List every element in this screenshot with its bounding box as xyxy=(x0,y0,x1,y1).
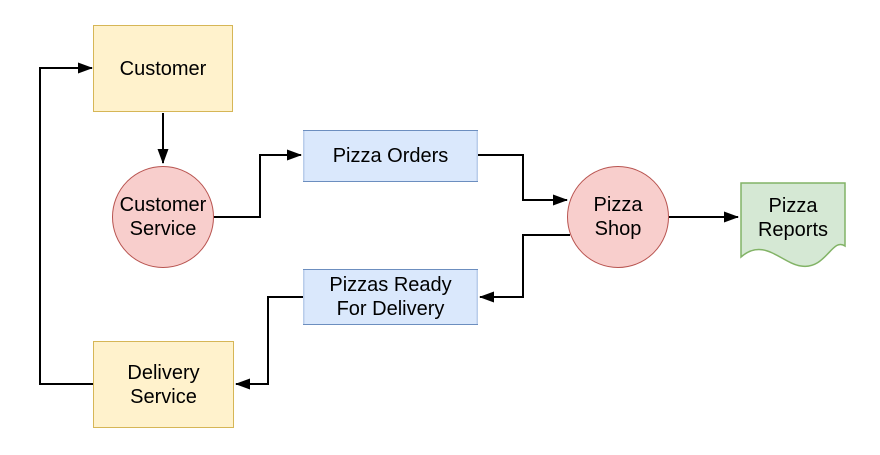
edge-pizza-orders-to-pizza-shop xyxy=(478,154,568,206)
node-customer-label: Customer xyxy=(119,57,207,80)
node-customer[interactable]: Customer xyxy=(93,25,233,112)
node-pizzas-ready-for-delivery[interactable]: Pizzas Ready For Delivery xyxy=(303,269,478,325)
node-pizza-shop-label-line1: Pizza xyxy=(593,194,643,216)
node-pizza-orders[interactable]: Pizza Orders xyxy=(303,130,478,182)
node-pizzas-ready-label-line2: For Delivery xyxy=(336,298,445,320)
node-customer-service-label-line2: Service xyxy=(129,218,197,240)
node-pizza-shop-label-line2: Shop xyxy=(594,218,642,240)
node-customer-service[interactable]: Customer Service xyxy=(112,166,214,268)
node-pizza-reports[interactable]: Pizza Reports xyxy=(740,182,846,271)
node-delivery-service[interactable]: Delivery Service xyxy=(93,341,234,428)
node-pizza-reports-label-line2: Reports xyxy=(757,218,829,241)
edge-pizza-shop-to-pizzas-ready xyxy=(479,234,570,303)
document-shape xyxy=(740,182,846,267)
node-delivery-service-label-line1: Delivery xyxy=(127,361,200,384)
node-pizza-reports-label-line1: Pizza xyxy=(768,194,818,217)
edge-delivery-service-to-customer xyxy=(39,62,93,385)
node-pizzas-ready-label-line1: Pizzas Ready xyxy=(329,274,452,296)
node-pizza-orders-label: Pizza Orders xyxy=(332,145,449,167)
node-customer-service-label-line1: Customer xyxy=(119,194,207,216)
node-delivery-service-label-line2: Service xyxy=(130,385,197,408)
node-pizza-shop[interactable]: Pizza Shop xyxy=(567,166,669,268)
edge-customer-service-to-pizza-orders xyxy=(214,149,302,218)
edge-pizzas-ready-to-delivery-service xyxy=(235,296,303,390)
